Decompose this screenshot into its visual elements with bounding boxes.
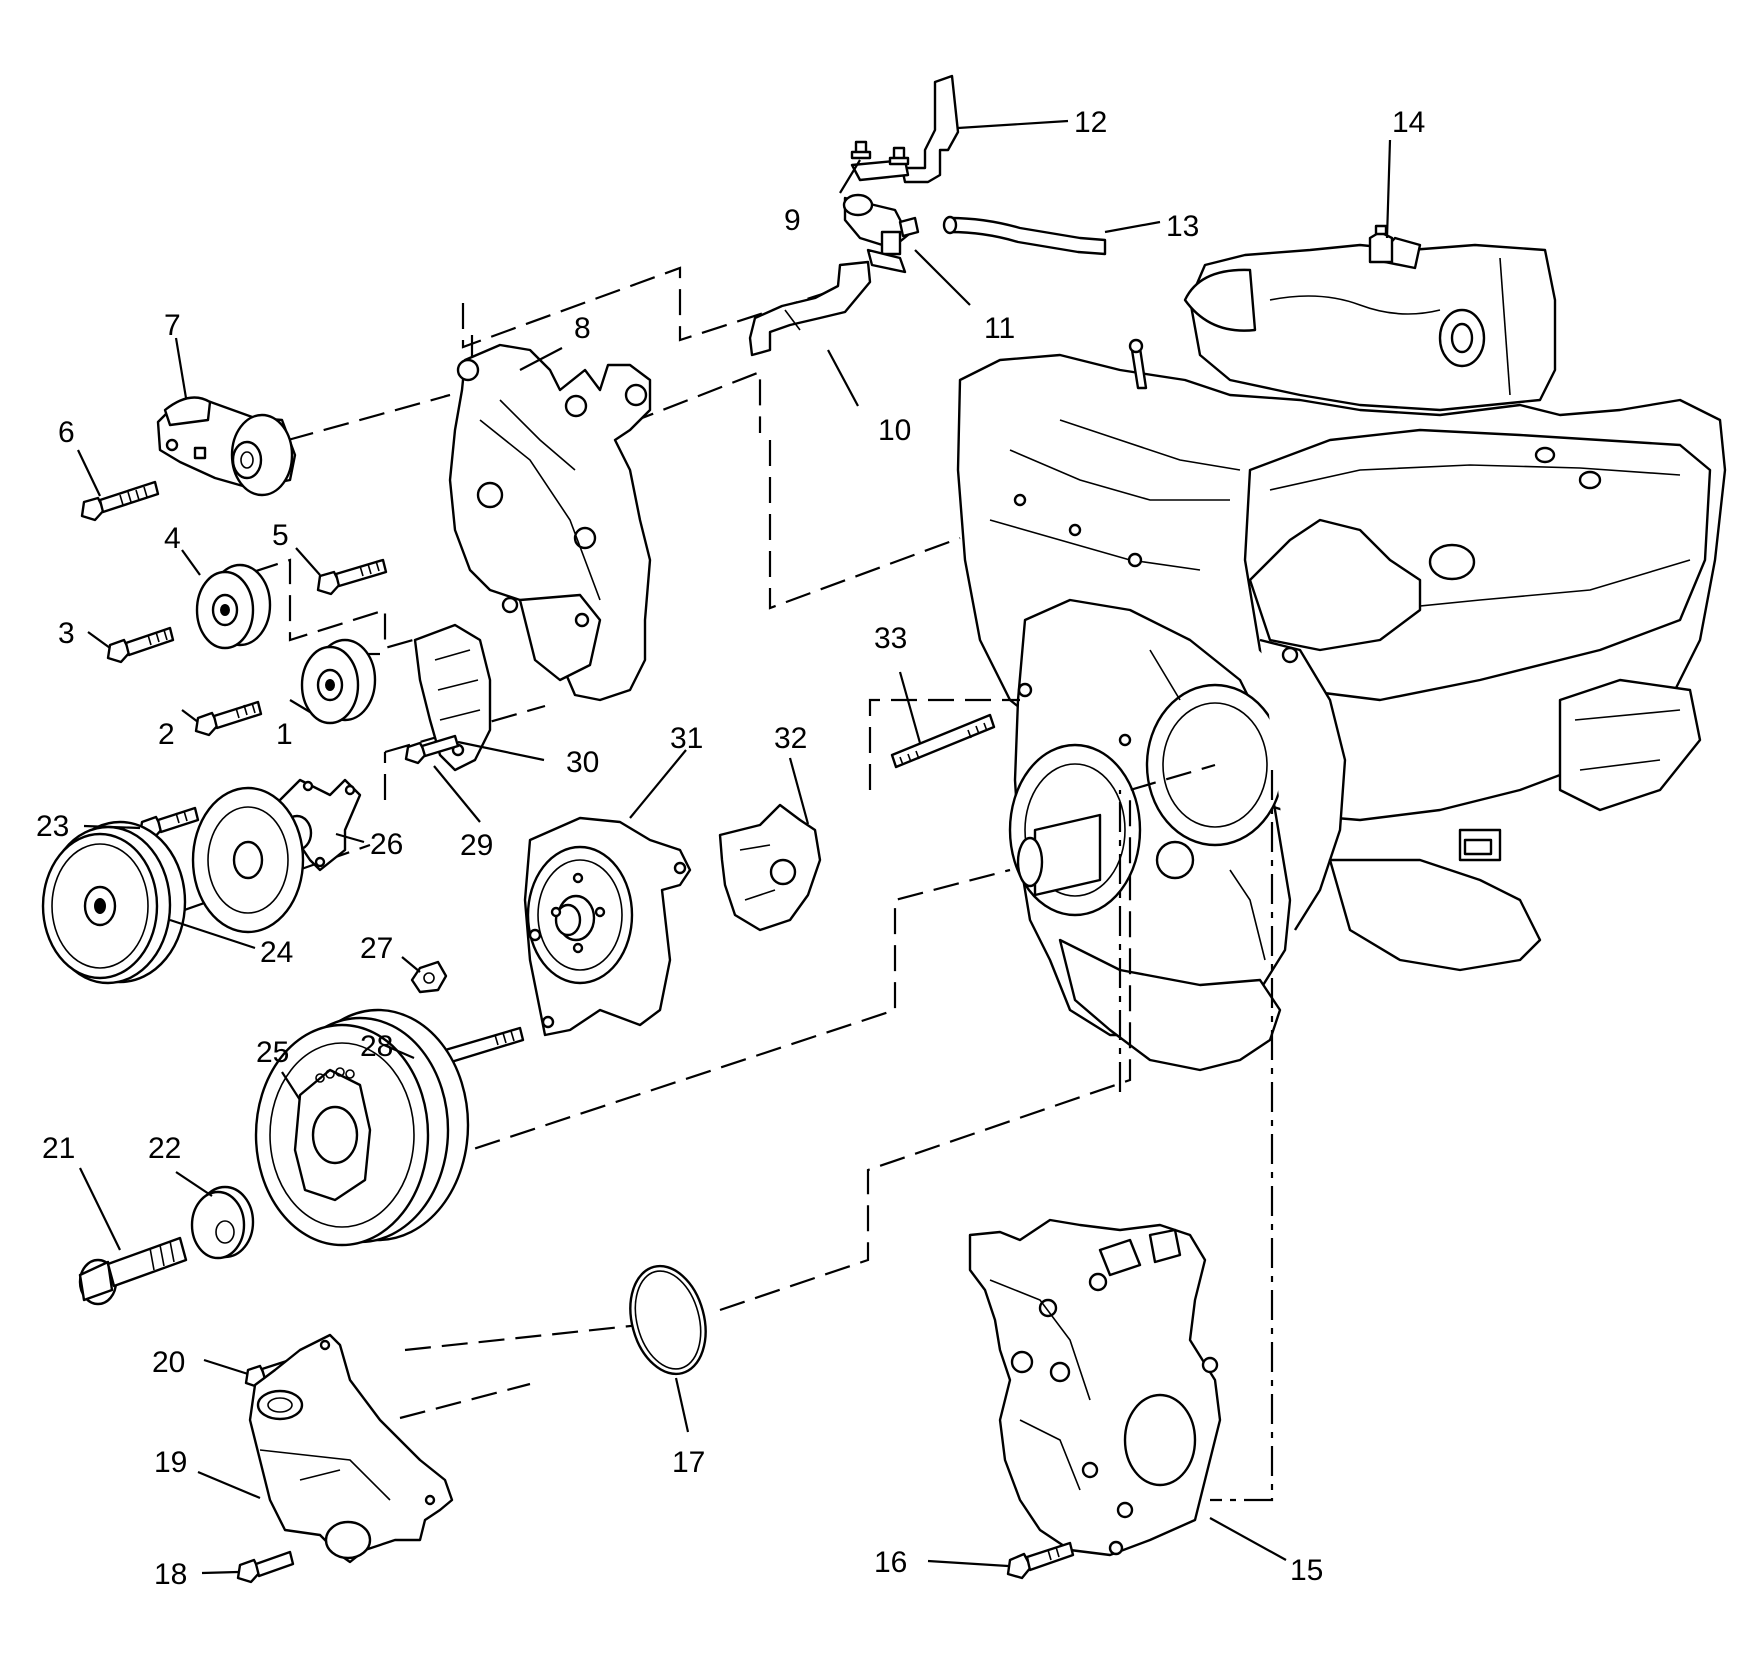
part-12-bracket (850, 74, 960, 184)
part-18-bolt (236, 1550, 295, 1584)
callout-26: 26 (370, 828, 403, 861)
part-2-bolt (194, 700, 263, 737)
part-4-idler-pulley (195, 563, 272, 650)
part-15-front-bracket (968, 1218, 1222, 1557)
callout-28: 28 (360, 1030, 393, 1063)
callout-14: 14 (1392, 106, 1425, 139)
part-16-bolt (1006, 1541, 1075, 1580)
part-1-idler-pulley (300, 638, 377, 725)
callout-4: 4 (164, 522, 181, 555)
callout-17: 17 (672, 1446, 705, 1479)
callout-8: 8 (574, 312, 591, 345)
callout-24: 24 (260, 936, 293, 969)
part-13-hose (942, 215, 1107, 256)
part-32-spacer (718, 803, 822, 932)
callout-7: 7 (164, 309, 181, 342)
part-33-stud (890, 713, 996, 769)
callout-33: 33 (874, 622, 907, 655)
engine-assembly (956, 236, 1727, 1072)
part-30-plate (413, 623, 492, 772)
callout-30: 30 (566, 746, 599, 779)
callout-31: 31 (670, 722, 703, 755)
callout-20: 20 (152, 1346, 185, 1379)
part-21-crank-bolt (78, 1236, 188, 1306)
callout-29: 29 (460, 829, 493, 862)
part-14-sensor (1368, 224, 1394, 264)
part-17-seal-ring (629, 1264, 707, 1376)
part-6-bolt (80, 480, 160, 522)
callout-32: 32 (774, 722, 807, 755)
part-29-bolt (404, 734, 460, 765)
callout-27: 27 (360, 932, 393, 965)
callout-labels: 1 2 3 4 5 6 7 8 9 10 11 12 13 14 15 16 1… (36, 106, 1425, 1591)
part-24-pulley (41, 786, 305, 985)
callout-13: 13 (1166, 210, 1199, 243)
callout-12: 12 (1074, 106, 1107, 139)
callout-5: 5 (272, 519, 289, 552)
part-10-bracket (748, 260, 872, 357)
callout-3: 3 (58, 617, 75, 650)
callout-15: 15 (1290, 1554, 1323, 1587)
part-9-bolts (850, 140, 910, 166)
callout-9: 9 (784, 204, 801, 237)
callout-18: 18 (154, 1558, 187, 1591)
callout-11: 11 (984, 312, 1015, 345)
callout-25: 25 (256, 1036, 289, 1069)
callout-2: 2 (158, 718, 175, 751)
callout-21: 21 (42, 1132, 75, 1165)
part-22-washer (190, 1185, 255, 1260)
callout-10: 10 (878, 414, 911, 447)
part-5-bolt (316, 558, 388, 596)
callout-22: 22 (148, 1132, 181, 1165)
callout-19: 19 (154, 1446, 187, 1479)
part-31-water-pump (523, 816, 692, 1037)
part-27-nut (410, 960, 448, 994)
part-8-mounting-bracket (448, 343, 652, 702)
callout-6: 6 (58, 416, 75, 449)
part-7-belt-tensioner (156, 396, 297, 497)
part-19-water-outlet (248, 1333, 454, 1564)
callout-16: 16 (874, 1546, 907, 1579)
part-11-valve (842, 193, 920, 274)
callout-1: 1 (276, 718, 293, 751)
part-25-harmonic-balancer (254, 1008, 470, 1247)
callout-leaders (77, 119, 1392, 1575)
part-3-bolt (106, 626, 175, 664)
assembly-center-lines (149, 266, 1274, 1502)
callout-23: 23 (36, 810, 69, 843)
